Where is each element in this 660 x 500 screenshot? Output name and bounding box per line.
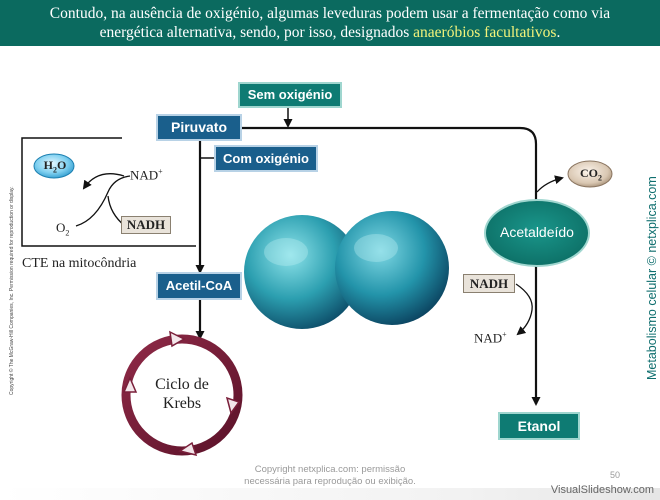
copyright-line-1: Copyright netxplica.com: permissão bbox=[254, 464, 406, 475]
h2o-molecule bbox=[33, 153, 75, 179]
nadplus-right-label: NAD+ bbox=[474, 330, 507, 346]
acetil-coa-box: Acetil-CoA bbox=[156, 272, 242, 300]
krebs-arrow-bottom bbox=[178, 441, 198, 457]
krebs-arrow-top bbox=[169, 330, 186, 348]
etanol-box: Etanol bbox=[498, 412, 580, 440]
yeast-cells bbox=[244, 211, 449, 329]
krebs-arrow-left bbox=[122, 376, 138, 393]
acetaldeido-label: Acetaldeído bbox=[500, 224, 574, 240]
copyright-line-2: necessária para reprodução ou exibição. bbox=[244, 476, 416, 487]
header-line-1: Contudo, na ausência de oxigénio, alguma… bbox=[49, 5, 611, 22]
nadh-right-tag: NADH bbox=[463, 274, 515, 293]
header-line-2: energética alternativa, sendo, por isso,… bbox=[0, 23, 660, 42]
mcgraw-hill-copyright: Copyright © The McGraw-Hill Companies, I… bbox=[9, 186, 15, 395]
cte-panel-border bbox=[21, 137, 196, 247]
header-highlight: anaeróbios facultativos bbox=[413, 24, 557, 41]
h2o-label: H2O bbox=[43, 158, 67, 175]
sem-oxigenio-box: Sem oxigénio bbox=[238, 82, 342, 108]
co2-arrow bbox=[536, 175, 564, 193]
co2-molecule bbox=[567, 160, 613, 188]
page-number: 50 bbox=[610, 470, 621, 480]
nadh-arc bbox=[515, 283, 533, 336]
krebs-label: Ciclo de Krebs bbox=[142, 375, 222, 413]
o2-label: O2 bbox=[56, 220, 70, 238]
co2-label: CO2 bbox=[580, 166, 602, 183]
com-oxigenio-box: Com oxigénio bbox=[214, 145, 318, 172]
acetaldeido-ellipse bbox=[484, 199, 590, 267]
side-credit: Metabolismo celular © netxplica.com bbox=[645, 176, 659, 380]
cte-label: CTE na mitocôndria bbox=[22, 256, 137, 271]
nadh-left-tag: NADH bbox=[121, 216, 171, 234]
fermentation-path bbox=[240, 126, 541, 406]
nadplus-left-label: NAD+ bbox=[130, 167, 163, 183]
piruvato-box: Piruvato bbox=[156, 114, 242, 141]
krebs-arrow-right bbox=[225, 396, 241, 415]
krebs-label-line-1: Ciclo de bbox=[155, 376, 209, 393]
copyright-footnote: Copyright netxplica.com: permissão neces… bbox=[225, 464, 435, 488]
slide-header: Contudo, na ausência de oxigénio, alguma… bbox=[0, 0, 660, 46]
watermark: VisualSlideshow.com bbox=[550, 484, 654, 496]
krebs-label-line-2: Krebs bbox=[162, 395, 202, 412]
header-line-2-end: . bbox=[556, 24, 561, 41]
header-line-2-text: energética alternativa, sendo, por isso,… bbox=[99, 24, 414, 41]
bottom-bar bbox=[0, 488, 660, 500]
cte-arc-top bbox=[82, 173, 125, 190]
cte-arc-bottom bbox=[75, 175, 131, 227]
